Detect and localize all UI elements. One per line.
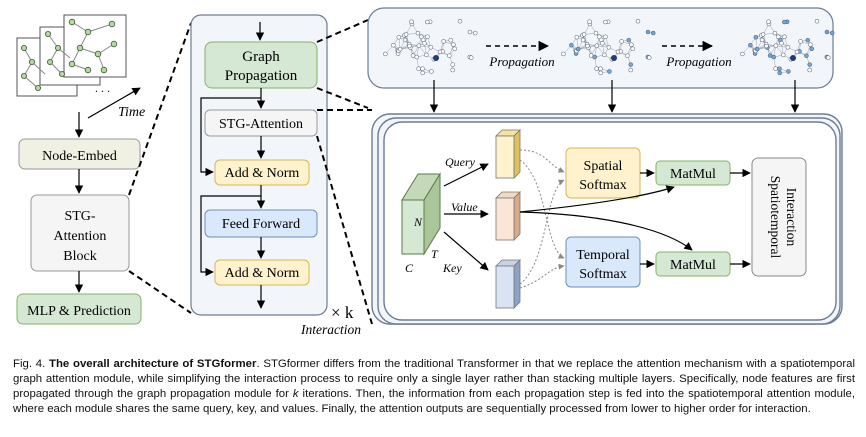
propagation-label-1: Propagation	[488, 54, 554, 69]
matmul-box-2: MatMul	[655, 251, 731, 277]
graph-snapshot-1	[383, 18, 478, 76]
tensor-t-label: T	[431, 247, 439, 261]
interaction-label: Interaction	[300, 322, 361, 337]
svg-text:Block: Block	[63, 249, 96, 264]
svg-text:MatMul: MatMul	[670, 167, 716, 182]
architecture-diagram: . . . Time Node-Embed STG- Attention Blo…	[16, 7, 843, 337]
svg-text:Add & Norm: Add & Norm	[225, 166, 300, 181]
svg-text:STG-Attention: STG-Attention	[219, 117, 303, 132]
svg-text:. . .: . . .	[95, 81, 110, 95]
caption-title: The overall architecture of STGformer	[49, 358, 257, 370]
matmul-box-1: MatMul	[655, 160, 731, 186]
svg-text:Propagation: Propagation	[225, 68, 298, 84]
svg-text:Temporal: Temporal	[576, 248, 630, 263]
spatial-softmax-box: Spatial Softmax	[565, 147, 641, 199]
svg-text:Attention: Attention	[54, 229, 107, 244]
node-embed-box: Node-Embed	[18, 138, 141, 170]
query-block	[495, 129, 521, 179]
stg-attention-block: STG- Attention Block	[30, 194, 130, 272]
tensor-c-label: C	[405, 261, 414, 275]
node-embed-label: Node-Embed	[42, 149, 117, 164]
mlp-label: MLP & Prediction	[27, 304, 131, 319]
svg-text:STG-: STG-	[64, 209, 95, 224]
graph-stack: . . .	[16, 14, 127, 97]
key-block	[495, 259, 521, 309]
query-label: Query	[445, 155, 476, 169]
svg-text:MatMul: MatMul	[670, 258, 716, 273]
propagation-label-2: Propagation	[665, 54, 731, 69]
figure-caption: Fig. 4. The overall architecture of STGf…	[13, 358, 855, 415]
time-label: Time	[118, 105, 145, 120]
svg-text:Spatiotemporal: Spatiotemporal	[768, 176, 783, 259]
svg-text:Graph: Graph	[242, 49, 280, 65]
graph-snapshot-3	[740, 18, 835, 76]
mlp-prediction-box: MLP & Prediction	[16, 293, 142, 325]
input-tensor: N C T	[401, 172, 441, 275]
tensor-n-label: N	[413, 215, 423, 229]
svg-text:Interaction: Interaction	[784, 188, 799, 247]
stg-attention-box: STG-Attention	[204, 109, 318, 137]
key-label: Key	[442, 261, 462, 275]
time-arrow	[87, 87, 141, 119]
svg-text:Feed Forward: Feed Forward	[222, 217, 300, 232]
spatiotemporal-interaction-box: Spatiotemporal Interaction	[751, 157, 807, 277]
svg-text:Spatial: Spatial	[584, 159, 623, 174]
svg-text:Softmax: Softmax	[579, 267, 626, 282]
value-label: Value	[451, 200, 478, 214]
add-norm-box-2: Add & Norm	[214, 259, 310, 286]
value-block	[495, 191, 521, 241]
svg-text:Softmax: Softmax	[579, 178, 626, 193]
add-norm-box-1: Add & Norm	[214, 159, 310, 186]
graph-snapshot-2	[561, 18, 656, 76]
svg-text:Add & Norm: Add & Norm	[225, 266, 300, 281]
graph-propagation-box: Graph Propagation	[204, 41, 318, 89]
propagation-panel	[367, 7, 834, 89]
times-k-label: × k	[331, 303, 354, 322]
feed-forward-box: Feed Forward	[204, 209, 318, 238]
temporal-softmax-box: Temporal Softmax	[565, 236, 641, 288]
